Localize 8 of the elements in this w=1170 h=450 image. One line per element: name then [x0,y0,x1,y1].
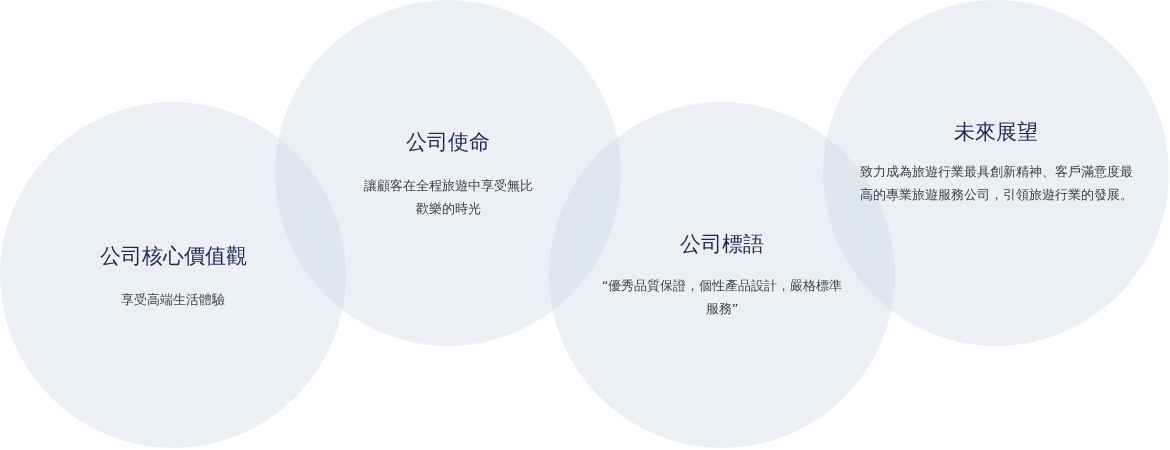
heading: 公司核心價值觀 [98,243,248,270]
description-text: “優秀品質保證，個性產品設計，嚴格標準服務” [600,277,844,318]
description-text: 讓顧客在全程旅遊中享受無比歡樂的時光 [362,177,534,218]
heading: 公司標語 [679,231,765,258]
heading: 未來展望 [953,119,1039,146]
description-text: 享受高端生活體驗 [120,291,226,309]
heading: 公司使命 [405,129,491,156]
description-text: 致力成為旅遊行業最具創新精神、客戶滿意度最高的專業旅遊服務公司，引領旅遊行業的發展。 [858,163,1134,204]
